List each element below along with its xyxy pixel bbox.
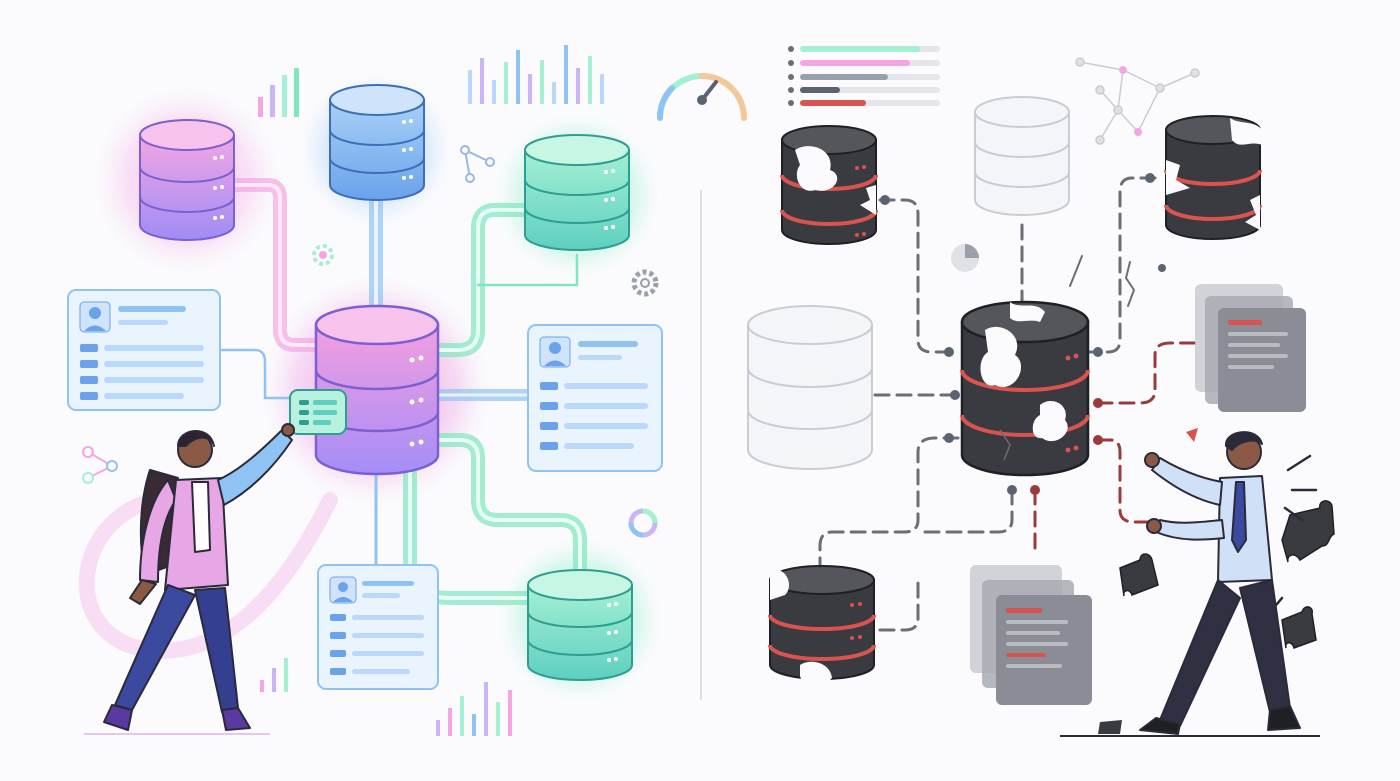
broken-shard (1098, 720, 1122, 734)
puzzle-piece-icon (1281, 606, 1317, 649)
document-stack-icon (970, 565, 1092, 705)
status-bars-icon (788, 46, 940, 106)
debris (1069, 255, 1136, 307)
ghost-database-icon (747, 305, 873, 470)
person-icon (1139, 431, 1301, 735)
document-stack-icon (1195, 284, 1306, 412)
gear-icon (312, 244, 334, 266)
ghost-database-icon (974, 96, 1070, 216)
gear-icon (631, 269, 659, 297)
wire-end-dots (880, 173, 1166, 495)
hub-database-icon (314, 304, 440, 476)
donut-chart-icon (628, 508, 658, 538)
glowing-pipes (218, 178, 587, 605)
profile-card-icon (317, 564, 439, 690)
network-graph-icon (1075, 57, 1200, 145)
puzzle-piece-icon (1119, 553, 1159, 597)
hub-broken-database-icon (960, 300, 1090, 477)
pie-chart-icon (951, 244, 979, 272)
broken-wires (818, 176, 1157, 632)
profile-card-icon (527, 324, 663, 472)
bar-chart-icon (436, 682, 512, 736)
bar-chart-icon (260, 658, 288, 692)
broken-database-icon (780, 125, 878, 245)
network-share-icon (460, 145, 495, 183)
database-icon (139, 119, 235, 241)
profile-card-icon (67, 289, 221, 411)
broken-side (747, 46, 1335, 737)
broken-database-icon (768, 565, 876, 686)
database-icon (527, 569, 633, 681)
database-icon (524, 134, 630, 251)
broken-wires-red (1033, 341, 1197, 557)
person-icon (103, 423, 295, 731)
database-icon (329, 84, 425, 201)
bar-chart-icon (258, 68, 299, 117)
alert-strokes (1258, 454, 1318, 612)
network-share-icon (82, 446, 118, 484)
broken-database-icon (1164, 115, 1262, 240)
floating-data-card (289, 389, 347, 435)
bar-chart-icon (468, 45, 604, 104)
alert-spark (1186, 428, 1198, 442)
speed-gauge-icon (656, 73, 747, 121)
healthy-side (67, 45, 747, 736)
